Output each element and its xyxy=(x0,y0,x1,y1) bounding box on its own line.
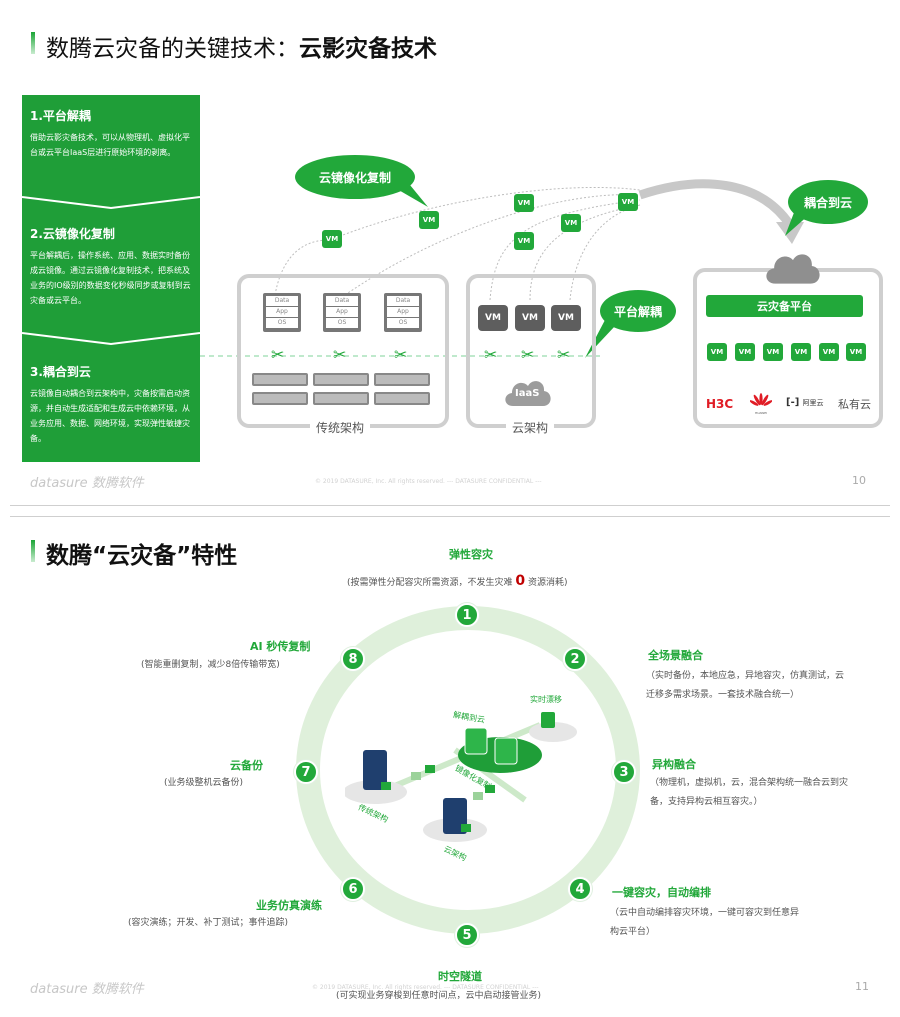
datasure-logo: datasure 数腾软件 xyxy=(30,982,144,997)
server-hardware-icon xyxy=(374,392,430,405)
scissors-icon: ✂ xyxy=(394,345,408,364)
feature-desc-5: (可实现业务穿梭到任意时间点，云中启动接管业务) xyxy=(336,991,542,1001)
feature-desc-8: (智能重删复制，减少8倍传输带宽) xyxy=(141,660,280,670)
slide2-title: 数腾“云灾备”特性 xyxy=(46,543,238,569)
page-number: 10 xyxy=(852,474,866,487)
feature-title-4: 一键容灾，自动编排 xyxy=(612,886,711,899)
vm-icon: VM xyxy=(618,193,638,211)
center-diagram: 解耦到云 实时漂移 镜像化复制 传统架构 云架构 xyxy=(343,690,595,863)
scissors-icon: ✂ xyxy=(484,345,498,364)
copyright-text: © 2019 DATASURE, Inc. All rights reserve… xyxy=(315,478,542,485)
copyright-text: © 2019 DATASURE, Inc. All rights reserve… xyxy=(312,984,539,991)
vm-icon: VM xyxy=(419,211,439,229)
cloud-icon xyxy=(766,254,820,284)
vm-icon: VM xyxy=(763,343,783,361)
server-hardware-icon xyxy=(313,392,369,405)
feature-title-1: 弹性容灾 xyxy=(449,548,493,561)
dr-platform-bar: 云灾备平台 xyxy=(706,295,863,317)
center-diagram-art xyxy=(343,712,577,842)
huawei-flower-icon xyxy=(749,393,773,406)
step-mirror-copy: 2.云镜像化复制 平台解耦后，操作系统、应用、数据实时备份成云镜像。通过云镜像化… xyxy=(30,227,191,305)
feature-title-2: 全场景融合 xyxy=(648,649,703,662)
vm-icon: VM xyxy=(735,343,755,361)
vendor-aliyun-logo: [-] 阿里云 xyxy=(786,397,824,408)
title-accent-bar xyxy=(31,32,35,54)
feature-desc-2: （实时备份，本地应急，异地容灾，仿真测试，云迁移多需求场景。一套技术融合统一） xyxy=(646,671,845,700)
feature-title-7: 云备份 xyxy=(230,759,263,772)
title-accent-bar xyxy=(31,540,35,562)
step-couple-to-cloud: 3.耦合到云 云镜像自动耦合到云架构中，灾备按需启动资源，并自动生成适配和生成云… xyxy=(30,365,190,443)
vm-icon: VM xyxy=(707,343,727,361)
vm-icon: VM xyxy=(551,305,581,331)
vm-icon: VM xyxy=(515,305,545,331)
center-label-realtime-migration: 实时漂移 xyxy=(530,695,562,704)
feature-number-5: 5 xyxy=(455,923,479,947)
iaas-cloud-icon xyxy=(505,381,551,406)
feature-title-8: AI 秒传复制 xyxy=(250,640,311,653)
steps-panel: 1.平台解耦 借助云影灾备技术，可以从物理机、虚拟化平台或云平台IaaS层进行原… xyxy=(22,95,200,461)
iaas-label: IaaS xyxy=(515,388,540,399)
feature-number-1: 1 xyxy=(455,603,479,627)
scissors-icon: ✂ xyxy=(557,345,571,364)
vm-icon: VM xyxy=(514,194,534,212)
feature-number-6: 6 xyxy=(341,877,365,901)
feature-number-7: 7 xyxy=(294,760,318,784)
scissors-icon: ✂ xyxy=(521,345,535,364)
vm-icon: VM xyxy=(791,343,811,361)
bubble-tail xyxy=(390,185,428,207)
slide-divider xyxy=(10,505,890,506)
vm-icon: VM xyxy=(819,343,839,361)
feature-number-4: 4 xyxy=(568,877,592,901)
chevron-divider xyxy=(22,196,200,209)
vm-icon: VM xyxy=(561,214,581,232)
scissors-icon: ✂ xyxy=(271,345,285,364)
vm-icon: VM xyxy=(322,230,342,248)
feature-desc-3: （物理机，虚拟机，云，混合架构统一融合云到灾备，支持异构云相互容灾。） xyxy=(650,778,849,807)
server-hardware-icon xyxy=(374,373,430,386)
feature-desc-4: （云中自动编排容灾环境，一键可容灾到任意异构云平台） xyxy=(610,908,800,937)
vendor-h3c-logo: H3C xyxy=(706,397,734,411)
vm-icon: VM xyxy=(514,232,534,250)
chevron-divider xyxy=(22,332,200,345)
feature-number-8: 8 xyxy=(341,647,365,671)
bubble-tail xyxy=(785,210,810,236)
cloud-architecture-label: 云架构 xyxy=(506,419,555,436)
server-hardware-icon xyxy=(252,373,308,386)
feature-title-6: 业务仿真演练 xyxy=(256,899,322,912)
vm-icon: VM xyxy=(846,343,866,361)
vm-icon: VM xyxy=(478,305,508,331)
step-platform-decouple: 1.平台解耦 借助云影灾备技术，可以从物理机、虚拟化平台或云平台IaaS层进行原… xyxy=(30,109,190,157)
slide-divider xyxy=(10,516,890,517)
feature-title-3: 异构融合 xyxy=(652,758,696,771)
traditional-architecture-label: 传统架构 xyxy=(310,419,371,436)
feature-desc-6: (容灾演练；开发、补丁测试；事件追踪) xyxy=(128,918,289,928)
feature-title-5: 时空隧道 xyxy=(438,970,482,983)
datasure-logo: datasure 数腾软件 xyxy=(30,476,144,491)
feature-number-2: 2 xyxy=(563,647,587,671)
scissors-icon: ✂ xyxy=(333,345,347,364)
server-hardware-icon xyxy=(252,392,308,405)
slide1-title: 数腾云灾备的关键技术：云影灾备技术 xyxy=(46,36,437,62)
feature-desc-7: (业务级整机云备份) xyxy=(164,778,244,788)
page-number: 11 xyxy=(855,980,869,993)
server-hardware-icon xyxy=(313,373,369,386)
connection-lines xyxy=(200,179,804,357)
feature-number-3: 3 xyxy=(612,760,636,784)
feature-desc-1: (按需弹性分配容灾所需资源，不发生灾难 0 资源消耗) xyxy=(347,573,568,589)
slide1-panel-underline xyxy=(22,460,200,462)
vendor-private-cloud: 私有云 xyxy=(838,398,871,411)
bubble-mirror-copy: 云镜像化复制 xyxy=(295,155,415,199)
vendor-huawei-logo: HUAWEI xyxy=(749,392,773,415)
